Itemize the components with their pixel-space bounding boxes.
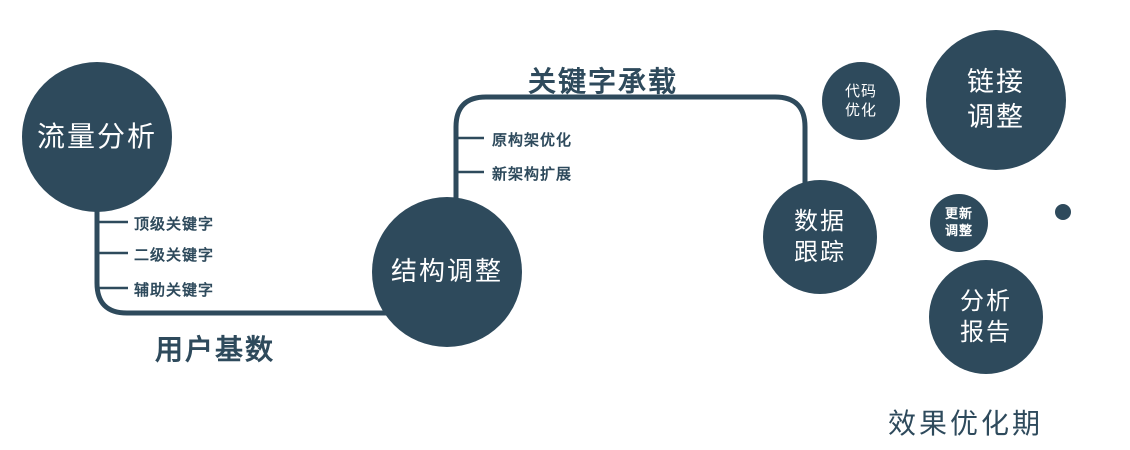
dot-marker <box>1055 204 1071 220</box>
branch-label-second-keyword: 二级关键字 <box>134 247 215 264</box>
branch-label-arch-optimize: 原构架优化 <box>492 132 573 149</box>
node-analysis-report: 分析 报告 <box>929 260 1043 374</box>
node-structure-adjust-label: 结构调整 <box>390 256 503 287</box>
node-data-tracking-line2: 跟踪 <box>794 239 846 266</box>
edge-label-user-base: 用户基数 <box>155 334 276 365</box>
branch-label-aux-keyword: 辅助关键字 <box>134 282 215 299</box>
node-data-tracking: 数据 跟踪 <box>763 180 877 294</box>
node-traffic-analysis: 流量分析 <box>22 62 172 212</box>
edge-traffic-structure <box>94 200 425 316</box>
node-analysis-report-line2: 报告 <box>960 319 1012 346</box>
node-link-adjust-line1: 链接 <box>967 66 1025 97</box>
node-update-adjust-line2: 调整 <box>944 223 973 238</box>
node-code-optimize-line1: 代码 <box>844 82 877 100</box>
edge-structure-tracking <box>453 94 808 205</box>
branch-label-top-keyword: 顶级关键字 <box>134 216 215 233</box>
branch-label-arch-expand: 新架构扩展 <box>492 166 573 183</box>
edge-label-keyword-bearing: 关键字承载 <box>528 66 679 97</box>
node-code-optimize: 代码 优化 <box>822 62 900 140</box>
node-link-adjust-line2: 调整 <box>967 102 1025 132</box>
node-link-adjust: 链接 调整 <box>926 30 1066 170</box>
node-update-adjust: 更新 调整 <box>930 194 988 252</box>
node-data-tracking-line1: 数据 <box>794 207 846 235</box>
node-traffic-analysis-label: 流量分析 <box>36 120 157 152</box>
node-code-optimize-line2: 优化 <box>844 102 877 119</box>
footer-caption: 效果优化期 <box>888 408 1044 439</box>
node-structure-adjust: 结构调整 <box>372 197 522 347</box>
node-analysis-report-line1: 分析 <box>960 287 1012 315</box>
node-update-adjust-line1: 更新 <box>944 206 973 222</box>
